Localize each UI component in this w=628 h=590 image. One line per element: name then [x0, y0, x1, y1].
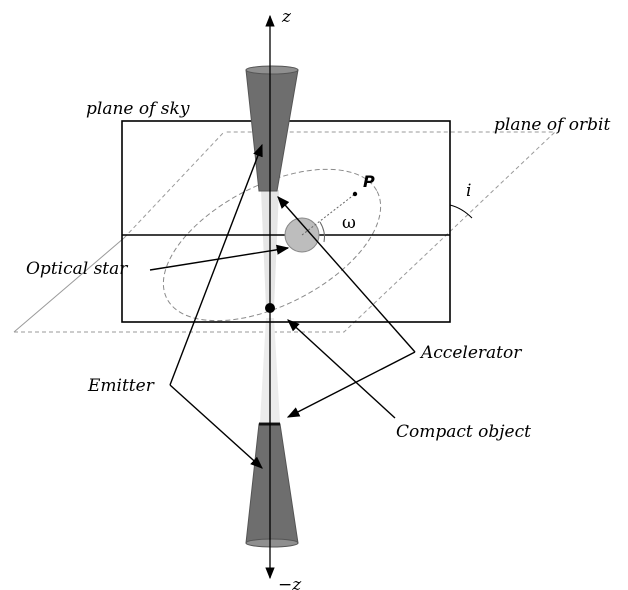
orbit-plane-left-edge: [13, 237, 125, 333]
neg-z-axis-label: −z: [278, 575, 302, 590]
upper-cone-cap: [245, 65, 299, 75]
lower-emitter-cone: [245, 422, 299, 548]
omega-arc: [319, 221, 325, 243]
z-axis-label: z: [281, 7, 292, 27]
accelerator-label: Accelerator: [419, 343, 522, 363]
upper-emitter-cone: [245, 65, 299, 192]
optical-star-arrow: [149, 244, 290, 271]
lower-cone-body: [245, 423, 299, 544]
optical-star-label: Optical star: [26, 259, 128, 279]
plane-of-orbit-label: plane of orbit: [494, 115, 610, 135]
periastron-line: [301, 193, 356, 236]
orbit-plane-far-edge: [123, 131, 225, 239]
emitter-label: Emitter: [87, 376, 155, 396]
plane-of-orbit: [13, 131, 557, 333]
compact-object: [265, 303, 275, 313]
orbit-ellipse: [162, 168, 382, 322]
emitter-arrow-up: [169, 143, 263, 386]
periastron-label: P: [363, 172, 375, 191]
lower-cone-cap: [245, 538, 299, 548]
compact-object-arrow: [287, 319, 396, 419]
inclination-label: i: [466, 181, 471, 201]
accelerator-arrow-up: [277, 196, 416, 353]
inclination-arc: [449, 204, 473, 219]
emitter-arrow-down: [169, 384, 263, 469]
sky-plane-rect: [121, 120, 451, 323]
omega-label: ω: [342, 213, 356, 233]
periastron-point: [352, 191, 358, 197]
accelerator-arrow-down: [286, 351, 416, 418]
upper-cone-body: [245, 69, 299, 192]
compact-object-label: Compact object: [396, 422, 531, 442]
plane-of-sky: [121, 120, 451, 323]
plane-of-sky-label: plane of sky: [86, 99, 190, 119]
orbit-plane-edges: [14, 131, 557, 333]
